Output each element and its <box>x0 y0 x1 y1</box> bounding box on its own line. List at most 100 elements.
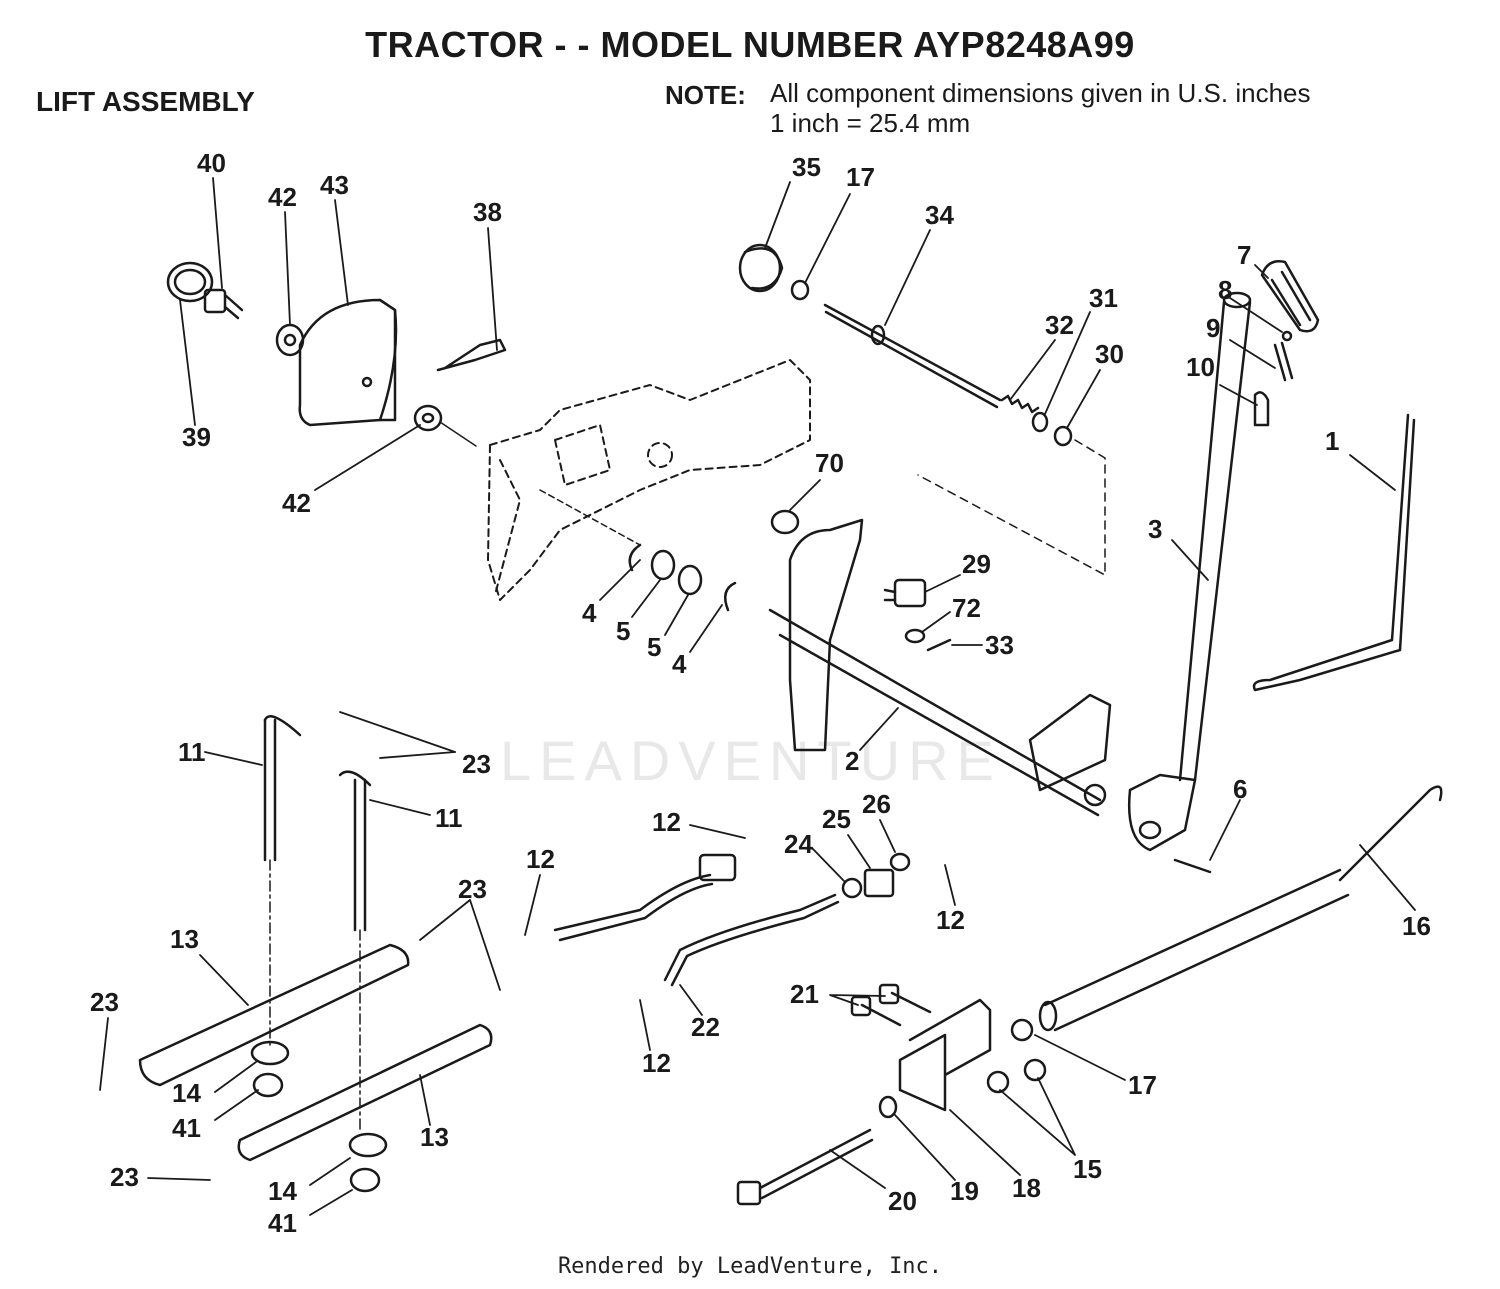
callout-42: 42 <box>282 488 311 518</box>
part-29-fitting <box>883 578 927 608</box>
callout-40: 40 <box>197 148 226 178</box>
callout-12: 12 <box>936 905 965 935</box>
callout-1: 1 <box>1325 426 1339 456</box>
part-70-washer <box>770 509 800 535</box>
callout-11: 11 <box>435 803 463 833</box>
callout-41: 41 <box>268 1208 297 1238</box>
frame-outline <box>487 359 811 601</box>
part-32-spring <box>1000 394 1040 414</box>
callout-12: 12 <box>652 807 681 837</box>
callout-12: 12 <box>642 1048 671 1078</box>
part-22-rod-end <box>698 853 737 882</box>
part-40-bolt <box>203 288 244 320</box>
part-25-block <box>863 868 895 898</box>
callout-4: 4 <box>672 649 687 679</box>
part-41-nut <box>349 1167 381 1193</box>
callout-8: 8 <box>1218 275 1232 305</box>
callout-5: 5 <box>647 632 661 662</box>
callout-7: 7 <box>1237 240 1251 270</box>
part-30-nut <box>1053 425 1073 447</box>
part-14-washer <box>250 1040 290 1066</box>
part-11-eye-bolt <box>338 770 372 932</box>
watermark: LEADVENTURE <box>500 729 1002 792</box>
part-13-lift-link <box>237 1023 493 1162</box>
part-14-washer <box>348 1132 388 1158</box>
part-72-washer <box>904 628 926 644</box>
part-9-pin <box>1273 341 1294 382</box>
leader-lines <box>99 177 1416 1216</box>
part-16-spring <box>1038 785 1443 1032</box>
part-7-grip <box>1260 260 1320 333</box>
callout-17: 17 <box>846 162 875 192</box>
part-5-washer <box>650 549 676 581</box>
diagram-title: TRACTOR - - MODEL NUMBER AYP8248A99 <box>365 24 1135 65</box>
callout-41: 41 <box>172 1113 201 1143</box>
footer-credit: Rendered by LeadVenture, Inc. <box>557 1254 943 1279</box>
callout-26: 26 <box>862 789 891 819</box>
callout-23: 23 <box>458 874 487 904</box>
callout-22: 22 <box>691 1012 720 1042</box>
callout-14: 14 <box>172 1078 201 1108</box>
part-26-nut <box>889 852 911 872</box>
callout-34: 34 <box>925 200 954 230</box>
callout-23: 23 <box>462 749 491 779</box>
part-15-nut <box>986 1070 1010 1094</box>
callout-19: 19 <box>950 1176 979 1206</box>
part-1-lift-rod <box>1252 413 1416 692</box>
part-21-bolts <box>860 991 932 1027</box>
part-2-lift-shaft <box>768 518 1112 817</box>
callout-35: 35 <box>792 152 821 182</box>
callout-43: 43 <box>320 170 349 200</box>
callout-3: 3 <box>1148 514 1162 544</box>
part-8-ball <box>1281 330 1293 342</box>
part-4-clip <box>723 581 737 612</box>
part-43-guard <box>298 298 398 427</box>
section-title: LIFT ASSEMBLY <box>36 86 255 117</box>
part-19-washer <box>878 1095 898 1119</box>
callout-20: 20 <box>888 1186 917 1216</box>
part-3-lift-handle <box>1128 291 1252 852</box>
callout-72: 72 <box>952 593 981 623</box>
callout-16: 16 <box>1402 911 1431 941</box>
callout-14: 14 <box>268 1176 297 1206</box>
part-33-pin <box>926 638 952 652</box>
callout-25: 25 <box>822 804 851 834</box>
part-39-ring <box>166 261 214 303</box>
part-20-bolt <box>736 1128 874 1206</box>
note-dimensions: All component dimensions given in U.S. i… <box>770 78 1311 108</box>
callout-23: 23 <box>110 1162 139 1192</box>
callout-13: 13 <box>420 1122 449 1152</box>
part-10-plug <box>1253 391 1270 427</box>
callout-2: 2 <box>845 746 859 776</box>
callout-15: 15 <box>1073 1154 1102 1184</box>
part-42-washer <box>413 404 443 432</box>
callout-13: 13 <box>170 924 199 954</box>
callout-10: 10 <box>1186 352 1215 382</box>
part-22-link-rod <box>553 873 714 942</box>
callout-39: 39 <box>182 422 211 452</box>
part-13-lift-link <box>138 943 410 1087</box>
callout-38: 38 <box>473 197 502 227</box>
part-6-bolt <box>1173 858 1212 874</box>
callout-9: 9 <box>1206 313 1220 343</box>
callout-24: 24 <box>784 829 813 859</box>
callout-30: 30 <box>1095 339 1124 369</box>
note-label: NOTE: <box>665 80 746 110</box>
part-24-washer <box>841 877 863 899</box>
callout-29: 29 <box>962 549 991 579</box>
part-4-clip <box>628 543 642 572</box>
note-conversion: 1 inch = 25.4 mm <box>770 108 971 138</box>
part-41-nut <box>252 1072 284 1098</box>
part-31-washer <box>1031 411 1049 433</box>
callout-6: 6 <box>1233 774 1247 804</box>
callout-4: 4 <box>582 598 597 628</box>
part-34-rod <box>823 303 1002 409</box>
callout-17: 17 <box>1128 1070 1157 1100</box>
callout-11: 11 <box>178 737 206 767</box>
callout-42: 42 <box>268 182 297 212</box>
part-35-knob <box>738 243 784 293</box>
part-38-clip <box>436 338 507 372</box>
callout-12: 12 <box>526 844 555 874</box>
part-22-link-rod <box>663 893 840 987</box>
